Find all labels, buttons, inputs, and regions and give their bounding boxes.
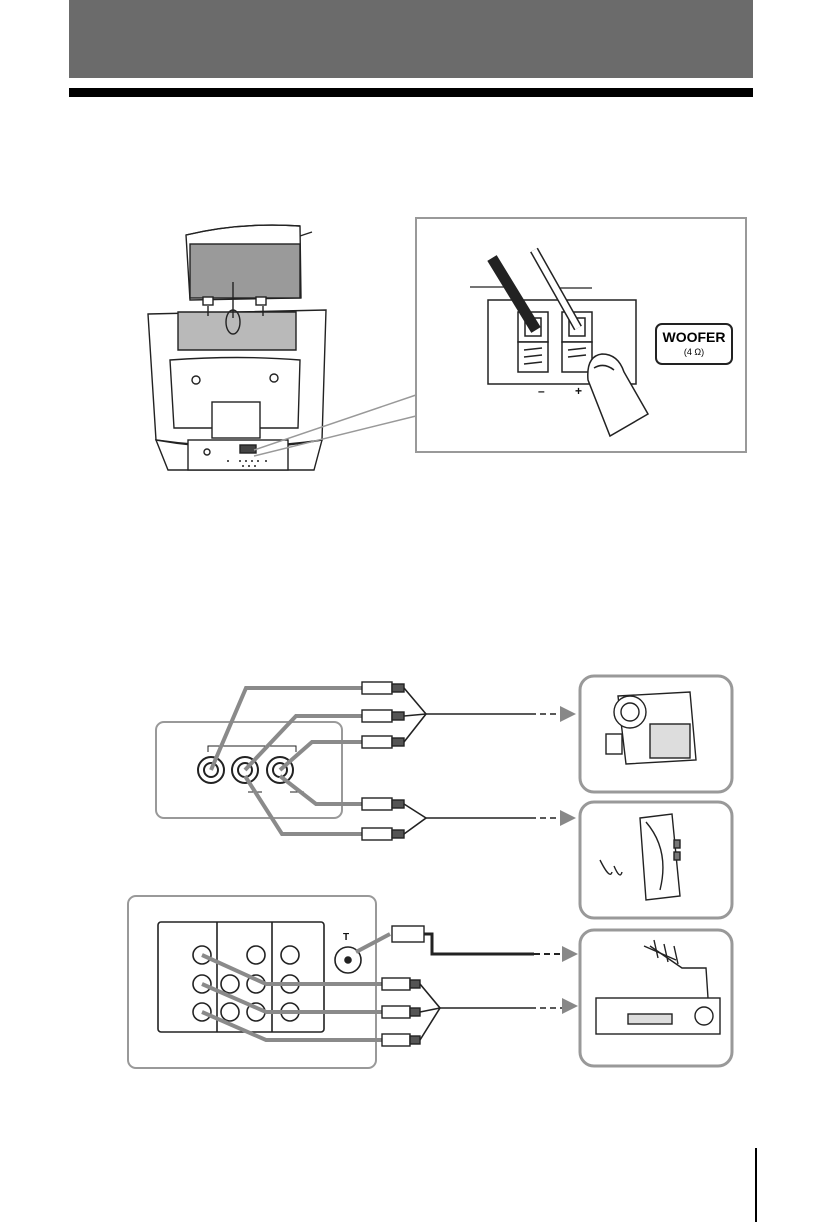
page-margin-rule <box>755 1148 757 1222</box>
rear-rca-plugs <box>382 978 420 1046</box>
antenna-cable <box>356 926 562 954</box>
rca-plugs <box>362 682 404 840</box>
cable-bundles <box>404 688 560 834</box>
rear-bundles <box>420 984 562 1040</box>
antenna-jack-label: T <box>343 932 349 943</box>
arrows <box>560 706 578 1014</box>
